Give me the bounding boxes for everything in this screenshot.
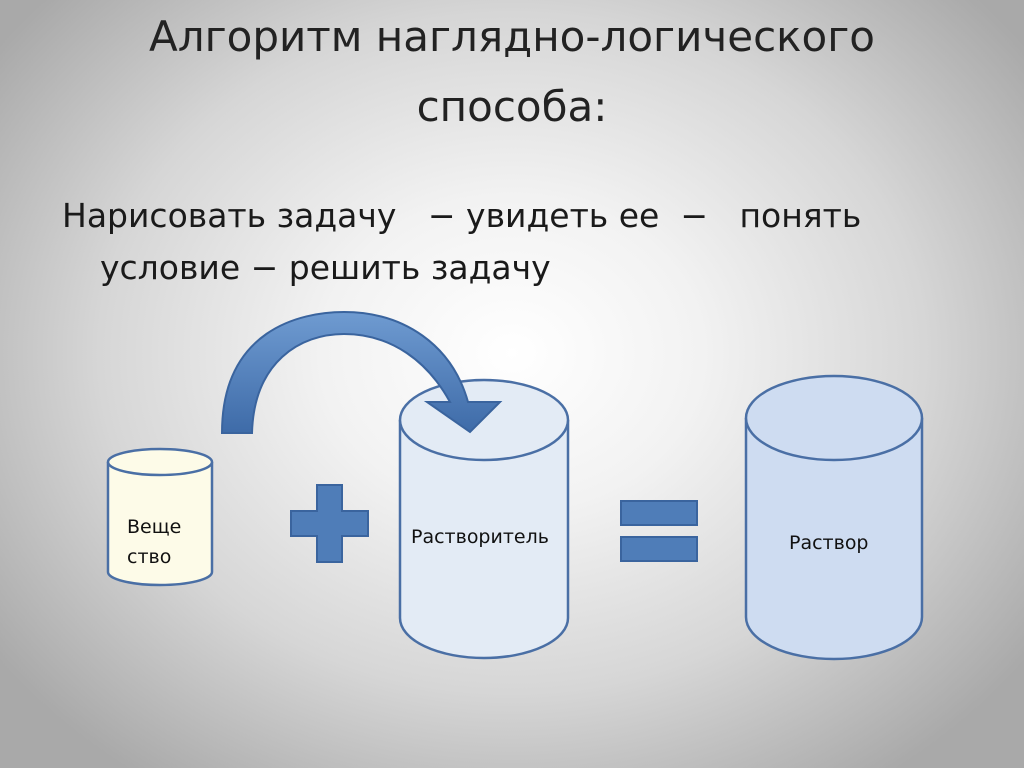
substance-label-line2: ство (127, 546, 172, 568)
slide-title: Алгоритм наглядно-логического способа: (0, 2, 1024, 142)
equals-icon (620, 500, 698, 562)
solution-label: Раствор (789, 532, 869, 554)
algorithm-steps: Нарисовать задачу − увидеть ее − понять … (62, 190, 962, 294)
solution-cylinder (744, 374, 924, 661)
substance-label-line1: Веще (127, 516, 182, 538)
curved-arrow-icon (220, 310, 503, 434)
slide-title-line1: Алгоритм наглядно-логического (149, 12, 875, 61)
substance-cylinder (106, 447, 214, 587)
substance-label: Веще ство (127, 512, 181, 572)
solvent-label: Растворитель (411, 526, 549, 548)
algorithm-steps-line1: Нарисовать задачу − увидеть ее − понять (62, 196, 862, 235)
plus-icon (290, 484, 369, 563)
solvent-cylinder (398, 378, 570, 660)
algorithm-steps-line2: условие − решить задачу (100, 248, 551, 287)
slide-title-line2: способа: (416, 82, 608, 131)
